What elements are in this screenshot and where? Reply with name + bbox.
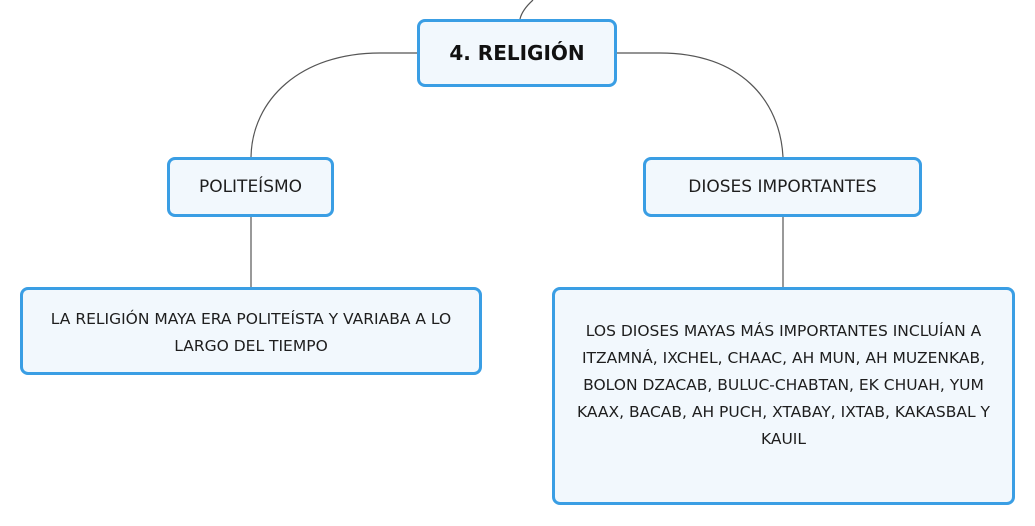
connector-root-to-dioses xyxy=(617,52,784,158)
detail-node-politeismo[interactable]: LA RELIGIÓN MAYA ERA POLITEÍSTA Y VARIAB… xyxy=(20,287,482,375)
root-node-label: 4. RELIGIÓN xyxy=(449,41,585,65)
detail-node-text: LA RELIGIÓN MAYA ERA POLITEÍSTA Y VARIAB… xyxy=(50,310,452,355)
connector-root-to-politeismo xyxy=(250,52,417,158)
detail-node-text: LOS DIOSES MAYAS MÁS IMPORTANTES INCLUÍA… xyxy=(576,322,991,448)
topic-node-label: POLITEÍSMO xyxy=(198,177,303,197)
topic-node-politeismo[interactable]: POLITEÍSMO xyxy=(167,157,334,217)
detail-node-dioses-importantes[interactable]: LOS DIOSES MAYAS MÁS IMPORTANTES INCLUÍA… xyxy=(552,287,1015,505)
topic-node-label: DIOSES IMPORTANTES xyxy=(688,177,877,197)
topic-node-dioses-importantes[interactable]: DIOSES IMPORTANTES xyxy=(643,157,922,217)
connector-parent-to-root xyxy=(519,0,534,20)
root-node[interactable]: 4. RELIGIÓN xyxy=(417,19,617,87)
